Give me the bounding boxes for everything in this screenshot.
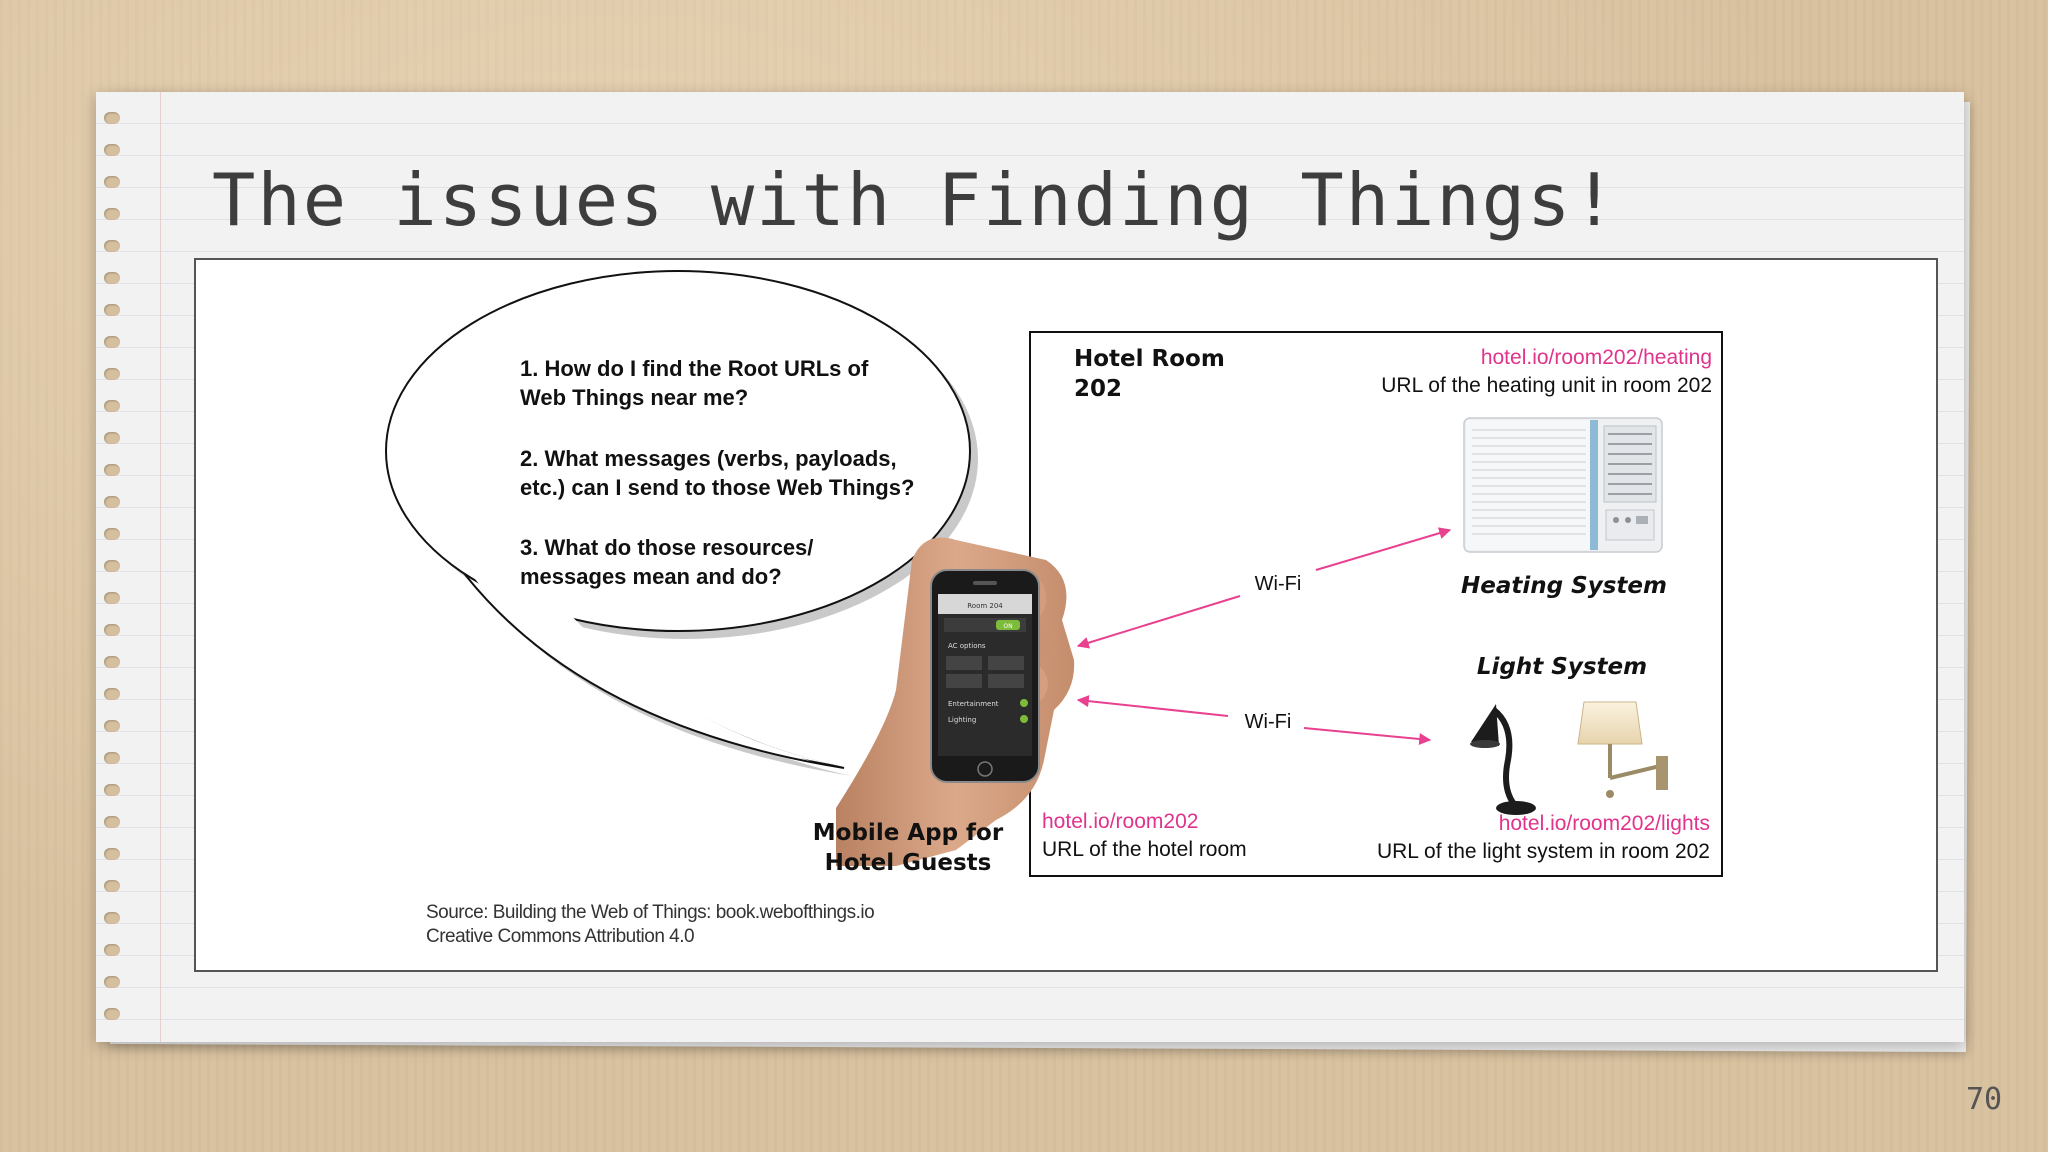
hotel-room-box: [1029, 331, 1723, 877]
source-line-1: Source: Building the Web of Things: book…: [426, 902, 874, 923]
desk-lamp-image: [1470, 704, 1536, 815]
wifi-label-light: Wi-Fi: [1245, 711, 1292, 733]
slide-title: The issues with Finding Things!: [212, 158, 1618, 242]
heating-url-caption: URL of the heating unit in room 202: [1381, 374, 1712, 397]
phone-screen-light: Lighting: [948, 716, 976, 724]
diagram: 1. How do I find the Root URLs of Web Th…: [385, 270, 1723, 947]
phone-screen-ac: AC options: [948, 642, 986, 650]
phone-screen-room: Room 204: [967, 602, 1003, 610]
wifi-link-light: Wi-Fi: [1076, 695, 1432, 745]
hotel-room-url-caption: URL of the hotel room: [1042, 838, 1247, 861]
phone-screen-status: ON: [1003, 623, 1012, 630]
figure-frame: 1. How do I find the Root URLs of Web Th…: [194, 258, 1938, 972]
question-1-line1: 1. How do I find the Root URLs of: [520, 356, 869, 381]
hotel-room-url[interactable]: hotel.io/room202: [1042, 810, 1198, 833]
wall-lamp-image: [1577, 701, 1668, 798]
mobile-app-label: Mobile App for Hotel Guests: [813, 820, 1004, 876]
source-line-2: Creative Commons Attribution 4.0: [426, 926, 694, 947]
air-conditioner-image: [1463, 417, 1663, 553]
question-3-line1: 3. What do those resources/: [520, 535, 813, 560]
hotel-room-label-line2: 202: [1074, 376, 1122, 402]
wifi-arrow-phone-lower: [1076, 695, 1229, 717]
page-number: 70: [1966, 1082, 2003, 1117]
light-url-caption: URL of the light system in room 202: [1377, 840, 1710, 863]
question-3-line2: messages mean and do?: [520, 564, 782, 589]
wifi-arrow-light: [1303, 727, 1432, 745]
speech-bubble: [385, 270, 978, 776]
wifi-link-heating: Wi-Fi: [1076, 527, 1452, 649]
hotel-room-label-line1: Hotel Room: [1074, 346, 1225, 372]
bubble-questions: 1. How do I find the Root URLs of Web Th…: [520, 356, 914, 589]
torn-edge-holes: [96, 92, 136, 1042]
question-1-line2: Web Things near me?: [520, 385, 748, 410]
hotel-room-label: Hotel Room 202: [1074, 346, 1225, 402]
mobile-app-label-line1: Mobile App for: [813, 820, 1004, 846]
question-2-line2: etc.) can I send to those Web Things?: [520, 475, 914, 500]
light-url[interactable]: hotel.io/room202/lights: [1499, 812, 1710, 835]
mobile-app-label-line2: Hotel Guests: [825, 850, 992, 876]
wifi-arrow-heating: [1315, 527, 1452, 571]
margin-line: [160, 92, 161, 1042]
phone-screen-ent: Entertainment: [948, 700, 999, 708]
wifi-label-heating: Wi-Fi: [1255, 573, 1302, 595]
wifi-arrow-phone: [1076, 595, 1241, 649]
smartphone-image: Room 204 ON AC options Entertainment Lig…: [930, 569, 1040, 783]
question-2-line1: 2. What messages (verbs, payloads,: [520, 446, 897, 471]
heating-url[interactable]: hotel.io/room202/heating: [1481, 346, 1712, 369]
light-system-label: Light System: [1477, 654, 1647, 680]
heating-system-label: Heating System: [1461, 573, 1667, 599]
